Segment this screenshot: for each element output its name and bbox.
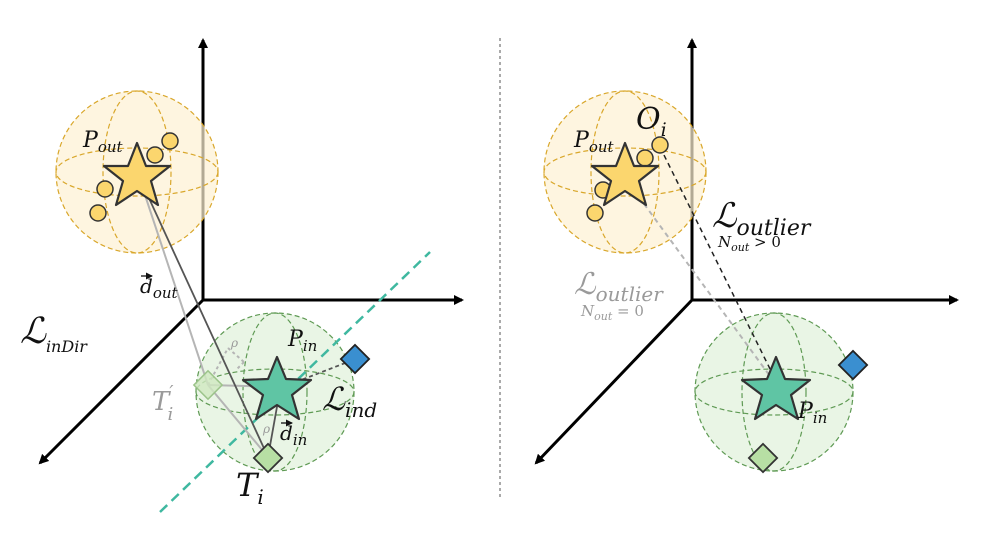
label-o-i: Oi — [636, 102, 667, 141]
label-rho-top: ρ — [230, 336, 238, 350]
outlier-loss-black-line — [659, 146, 778, 384]
left-panel: Pout dout ℒinDir Pin T′i ℒind din ρ ρ Ti — [20, 38, 464, 513]
left-outlier-points — [89, 132, 179, 222]
outlier-point — [586, 204, 604, 222]
outlier-point — [96, 180, 114, 198]
label-p-out-left: Pout — [82, 128, 124, 156]
left-axis-y — [38, 298, 205, 465]
label-loss-indir: ℒinDir — [20, 311, 88, 356]
l-ind-line — [282, 359, 354, 388]
outlier-loss-gray-line — [627, 181, 776, 384]
outlier-point — [636, 149, 654, 167]
outlier-point — [146, 146, 164, 164]
green-diamond-right — [747, 442, 779, 474]
right-outlier-points — [586, 136, 669, 222]
label-loss-ind: ℒind — [322, 380, 377, 422]
t-i-diamond — [252, 442, 284, 474]
label-outlier-condition-gray: Nout = 0 — [580, 302, 644, 323]
label-p-in-left: Pin — [287, 327, 317, 355]
label-loss-outlier-black: ℒoutlier — [712, 196, 812, 241]
inlier-prototype-star — [241, 355, 313, 421]
label-t-i-prime: T′i — [152, 382, 173, 425]
outlier-point — [89, 204, 107, 222]
t-i-prime-diamond — [192, 369, 224, 401]
decision-plane-line — [159, 251, 431, 513]
right-axis-y — [534, 298, 694, 465]
blue-diamond — [339, 343, 371, 375]
label-outlier-condition-black: Nout > 0 — [717, 233, 781, 254]
label-p-out-right: Pout — [573, 128, 615, 156]
label-d-in: din — [280, 421, 307, 449]
label-t-i: Ti — [236, 466, 264, 509]
outlier-point — [651, 136, 669, 154]
inlier-prototype-star-right — [740, 355, 812, 421]
outlier-prototype-star-right — [590, 141, 660, 207]
right-panel: Pout Oi ℒoutlier Nout > 0 ℒoutlier Nout … — [534, 38, 959, 474]
label-d-out: dout — [140, 274, 179, 302]
outlier-prototype-star — [102, 141, 172, 207]
label-p-in-right: Pin — [797, 399, 827, 427]
outlier-point — [161, 132, 179, 150]
label-rho-bottom: ρ — [262, 422, 270, 436]
label-loss-outlier-gray: ℒoutlier — [574, 267, 664, 306]
blue-diamond-right — [837, 349, 869, 381]
d-out-vector — [141, 182, 269, 458]
